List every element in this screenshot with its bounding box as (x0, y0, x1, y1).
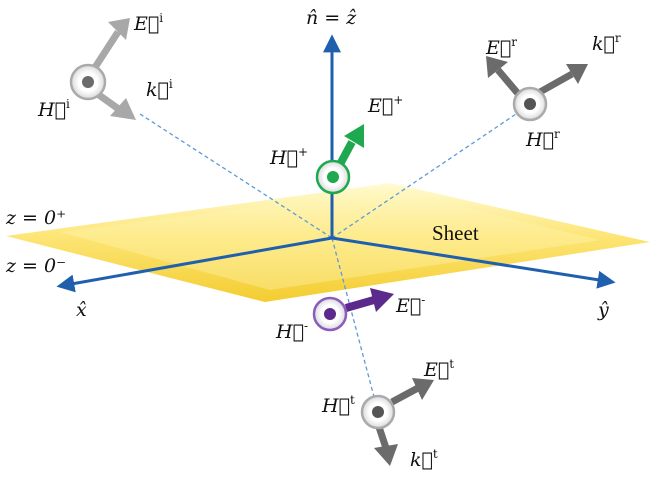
incident-h-dot (82, 76, 94, 88)
incident-ray (139, 113, 333, 239)
above-e-label: E⃗+ (367, 93, 403, 117)
reflected-k-arrow (538, 70, 574, 96)
x-axis (56, 236, 333, 293)
reflected-h-label: H⃗r (525, 127, 560, 151)
reflected-wave (486, 56, 588, 122)
below-h-label: H⃗- (275, 319, 308, 343)
normal-axis-label: n̂ = ẑ (306, 7, 357, 29)
transmitted-h-dot (372, 406, 384, 418)
transmitted-k-label: k⃗t (410, 447, 438, 471)
field-below (312, 288, 394, 332)
transmitted-e-label: E⃗t (423, 357, 454, 381)
incident-wave (69, 18, 136, 120)
axes (56, 34, 616, 293)
below-h-dot (324, 308, 336, 320)
above-e-arrowhead (344, 124, 364, 148)
below-e-label: E⃗- (395, 293, 425, 317)
sheet-glow (60, 190, 600, 290)
below-e-arrow (344, 296, 376, 312)
reflected-e-arrow (495, 67, 523, 99)
sheet-label: Sheet (432, 221, 479, 245)
reflected-e-arrowhead (486, 56, 508, 78)
reflected-ray (331, 109, 523, 239)
incident-e-label: E⃗i (133, 11, 163, 35)
transmitted-e-arrow (390, 384, 420, 406)
above-h-dot (327, 171, 339, 183)
reflected-k-label: k⃗r (592, 31, 621, 55)
x-axis-label: x̂ (76, 299, 87, 321)
transmitted-ray (331, 237, 379, 413)
incident-h-label: H⃗i (37, 97, 70, 121)
reflected-h-dot (524, 98, 536, 110)
upper-side-label: z = 0⁺ (5, 207, 66, 229)
incident-e-arrowhead (108, 18, 130, 40)
incident-k-label: k⃗i (146, 77, 173, 101)
transmitted-wave (360, 378, 434, 466)
transmitted-e-arrowhead (412, 378, 434, 400)
lower-side-label: z = 0⁻ (5, 255, 66, 277)
reflected-e-label: E⃗r (485, 35, 517, 59)
below-e-arrowhead (370, 288, 394, 312)
incident-e-arrow (89, 30, 121, 74)
sheet-plane (6, 183, 650, 302)
transmitted-k-arrowhead (374, 444, 398, 466)
incident-k-arrowhead (110, 98, 136, 120)
above-h-label: H⃗+ (269, 145, 308, 169)
field-above (315, 124, 364, 195)
y-axis-label: ŷ (597, 299, 609, 321)
transmitted-h-label: H⃗t (321, 393, 355, 417)
ray-lines (139, 109, 523, 413)
reflected-k-arrowhead (566, 64, 588, 84)
y-axis (331, 236, 616, 289)
